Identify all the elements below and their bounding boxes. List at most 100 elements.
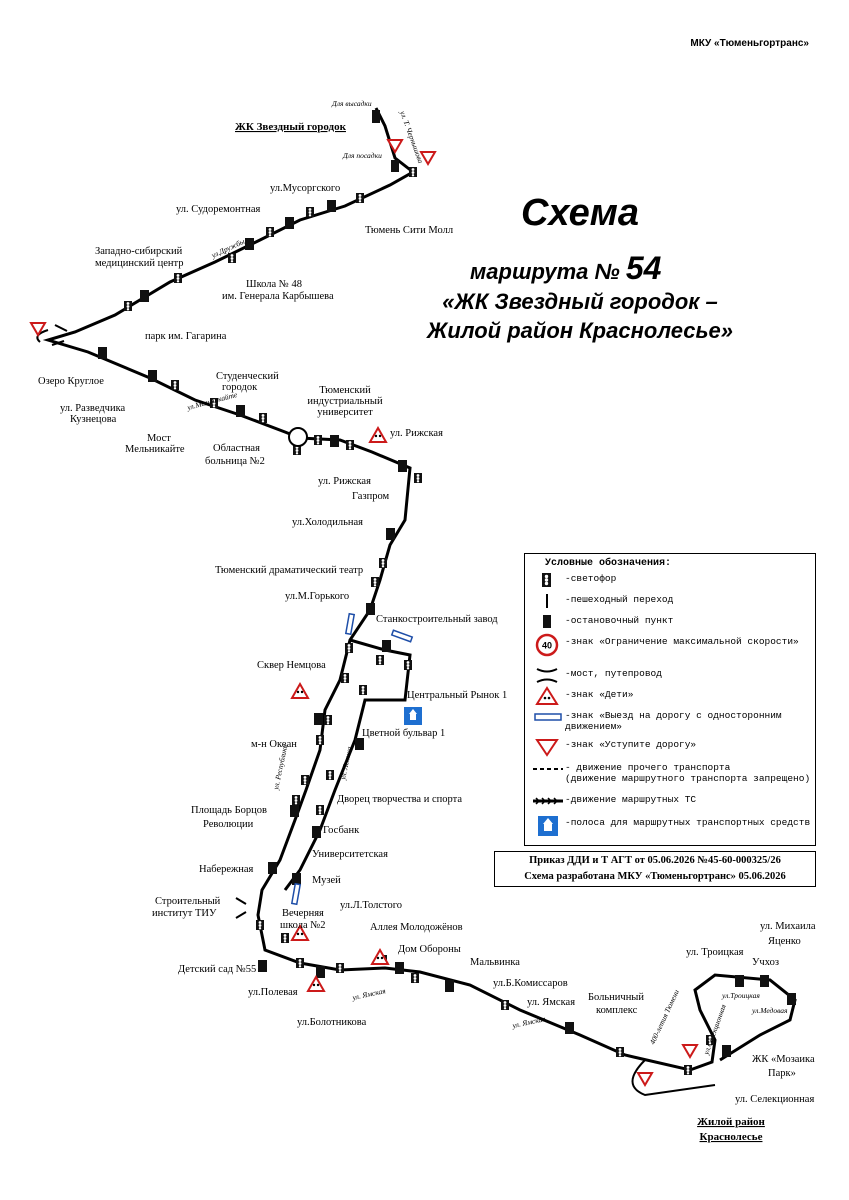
stop-stroit-1: Строительный <box>155 896 221 907</box>
street-medovaya: ул.Медовая <box>751 1006 788 1015</box>
stop-drama: Тюменский драматический театр <box>215 565 363 576</box>
stop-vech-1: Вечерняя <box>282 908 324 919</box>
speed-limit-value: 40 <box>542 641 552 651</box>
bus-stops <box>98 110 796 1057</box>
street-troitskaya: ул.Троицкая <box>721 991 760 1000</box>
stop-musorgsky: ул.Мусоргского <box>270 183 340 194</box>
pedestrian-crossing-icon <box>546 594 548 608</box>
stop-tsvetnoy: Цветной бульвар 1 <box>362 728 445 739</box>
stop-gosbank: Госбанк <box>323 825 360 836</box>
legend-text: -знак «Уступите дорогу» <box>565 739 697 750</box>
start-terminus-label: ЖК Звездный городок <box>235 121 347 133</box>
one-way-exit-icon <box>534 713 562 721</box>
stop-troitskaya: ул. Троицкая <box>686 947 744 958</box>
stop-zsmc-2: медицинский центр <box>95 258 183 269</box>
street-chernyshova: ул. Т. Чернышова <box>398 109 426 165</box>
stop-gagarin-park: парк им. Гагарина <box>145 331 227 342</box>
legend-item-bus-lane: -полоса для маршрутных транспортных сред… <box>525 814 815 844</box>
end-terminus-line1: Жилой район <box>697 1116 765 1128</box>
stop-bolnich-1: Больничный <box>588 992 644 1003</box>
stop-most-2: Мельникайте <box>125 444 185 455</box>
legend-text: -знак «Ограничение максимальной скорости… <box>565 636 799 647</box>
stop-mozanka-1: ЖК «Мозаика <box>752 1054 815 1065</box>
legend-text-sub: (движение маршрутного транспорта запреще… <box>565 773 811 784</box>
street-yamskaya-2: ул. Ямская <box>511 1014 547 1030</box>
stop-ozero: Озеро Круглое <box>38 376 104 387</box>
legend-item-yield: -знак «Уступите дорогу» <box>525 736 815 758</box>
legend-item-traffic-light: -светофор <box>525 570 815 592</box>
stop-selek: ул. Селекционная <box>735 1094 814 1105</box>
street-respubliki: ул. Республики <box>271 743 290 791</box>
stop-malvinka: Мальвинка <box>470 957 520 968</box>
speed-limit-icon: 40 <box>535 633 559 657</box>
stop-zsmc-1: Западно-сибирский <box>95 246 183 257</box>
stop-tiu-2: индустриальный <box>307 396 383 407</box>
route-name-line2: Жилой район Краснолесье» <box>426 318 733 343</box>
legend-item-stop: -остановочный пункт <box>525 612 815 634</box>
stop-tiu-3: университет <box>317 407 373 418</box>
legend-text: -светофор <box>565 573 617 584</box>
stop-polevaya: ул.Полевая <box>248 987 298 998</box>
stop-obl-2: больница №2 <box>205 456 265 467</box>
stop-most-1: Мост <box>147 433 171 444</box>
stop-rynok: Центральный Рынок 1 <box>407 690 507 701</box>
organization-name: МКУ «Тюменьгортранс» <box>690 38 809 49</box>
order-line1: Приказ ДДИ и Т АГТ от 05.06.2026 №45-60-… <box>529 855 781 866</box>
legend-text: -остановочный пункт <box>565 615 674 626</box>
stop-mozanka-2: Парк» <box>768 1068 796 1079</box>
stop-stud-1: Студенческий <box>216 371 279 382</box>
street-lenina: ул. Ленина <box>338 746 354 782</box>
stop-bolotnikova: ул.Болотникова <box>297 1017 367 1028</box>
stop-dom-ob: Дом Обороны <box>398 944 461 955</box>
stop-mikh-2: Яценко <box>768 936 801 947</box>
legend-item-bridge: -мост, путепровод <box>525 665 815 687</box>
traffic-light-icon <box>542 573 551 587</box>
stop-dvorets: Дворец творчества и спорта <box>337 794 462 805</box>
stop-sudoremont: ул. Судоремонтная <box>176 204 260 215</box>
turnaround-loop <box>631 1059 716 1097</box>
stop-bolnich-2: комплекс <box>596 1005 638 1016</box>
bridge-icon <box>536 668 558 683</box>
stop-tolstogo: ул.Л.Толстого <box>340 900 402 911</box>
stop-detsad: Детский сад №55 <box>178 964 256 975</box>
route-traffic-icon <box>533 797 563 805</box>
end-terminus-line2: Краснолесье <box>700 1131 763 1143</box>
stop-city-mall: Тюмень Сити Молл <box>365 225 453 236</box>
order-line2: Схема разработана МКУ «Тюменьгортранс» 0… <box>524 871 786 882</box>
bridge-markers <box>51 324 247 919</box>
stop-alleya: Аллея Молодожёнов <box>370 922 463 933</box>
legend-text: -мост, путепровод <box>565 668 662 679</box>
street-yamskaya-1: ул. Ямская <box>351 986 387 1002</box>
legend-title: Условные обозначения: <box>545 558 672 569</box>
legend-text: -знак «Выезд на дорогу с односторонним д… <box>565 710 782 732</box>
stop-gazprom: Газпром <box>352 491 390 502</box>
stop-rizhskaya-b: ул. Рижская <box>318 476 371 487</box>
route-line <box>42 107 797 1072</box>
stop-naber: Набережная <box>199 864 254 875</box>
route-number: 54 <box>625 250 662 286</box>
stop-mikh-1: ул. Михаила <box>760 921 816 932</box>
legend-item-route-traffic: -движение маршрутных ТС <box>525 791 815 813</box>
one-way-signs <box>291 612 414 906</box>
legend-text-main: - движение прочего транспорта <box>565 762 731 773</box>
stop-holodilnaya: ул.Холодильная <box>292 517 363 528</box>
drop-off-note: Для высадки <box>331 99 372 108</box>
legend-text: -пешеходный переход <box>565 594 674 605</box>
bus-stop-icon <box>543 615 551 628</box>
legend-item-crossing: -пешеходный переход <box>525 591 815 613</box>
stop-tiu-1: Тюменский <box>319 385 371 396</box>
legend-item-speed: 40 -знак «Ограничение максимальной скоро… <box>525 633 815 661</box>
route-heading: маршрута № 54 <box>470 250 661 287</box>
bus-lane-sign-icon <box>404 707 422 725</box>
yield-sign-icon <box>535 739 559 757</box>
children-sign-icon <box>535 686 559 705</box>
legend-text: -движение маршрутных ТС <box>565 794 697 805</box>
stop-gorkogo: ул.М.Горького <box>285 591 349 602</box>
other-traffic-icon <box>533 768 563 770</box>
route-prefix: маршрута № <box>470 259 620 284</box>
street-tyumen-ave: 400-летия Тюмени <box>648 988 681 1046</box>
legend-panel: Условные обозначения: -светофор -пешеход… <box>524 553 816 846</box>
legend-item-one-way: -знак «Выезд на дорогу с односторонним д… <box>525 707 815 735</box>
title-word: Схема <box>520 192 639 234</box>
